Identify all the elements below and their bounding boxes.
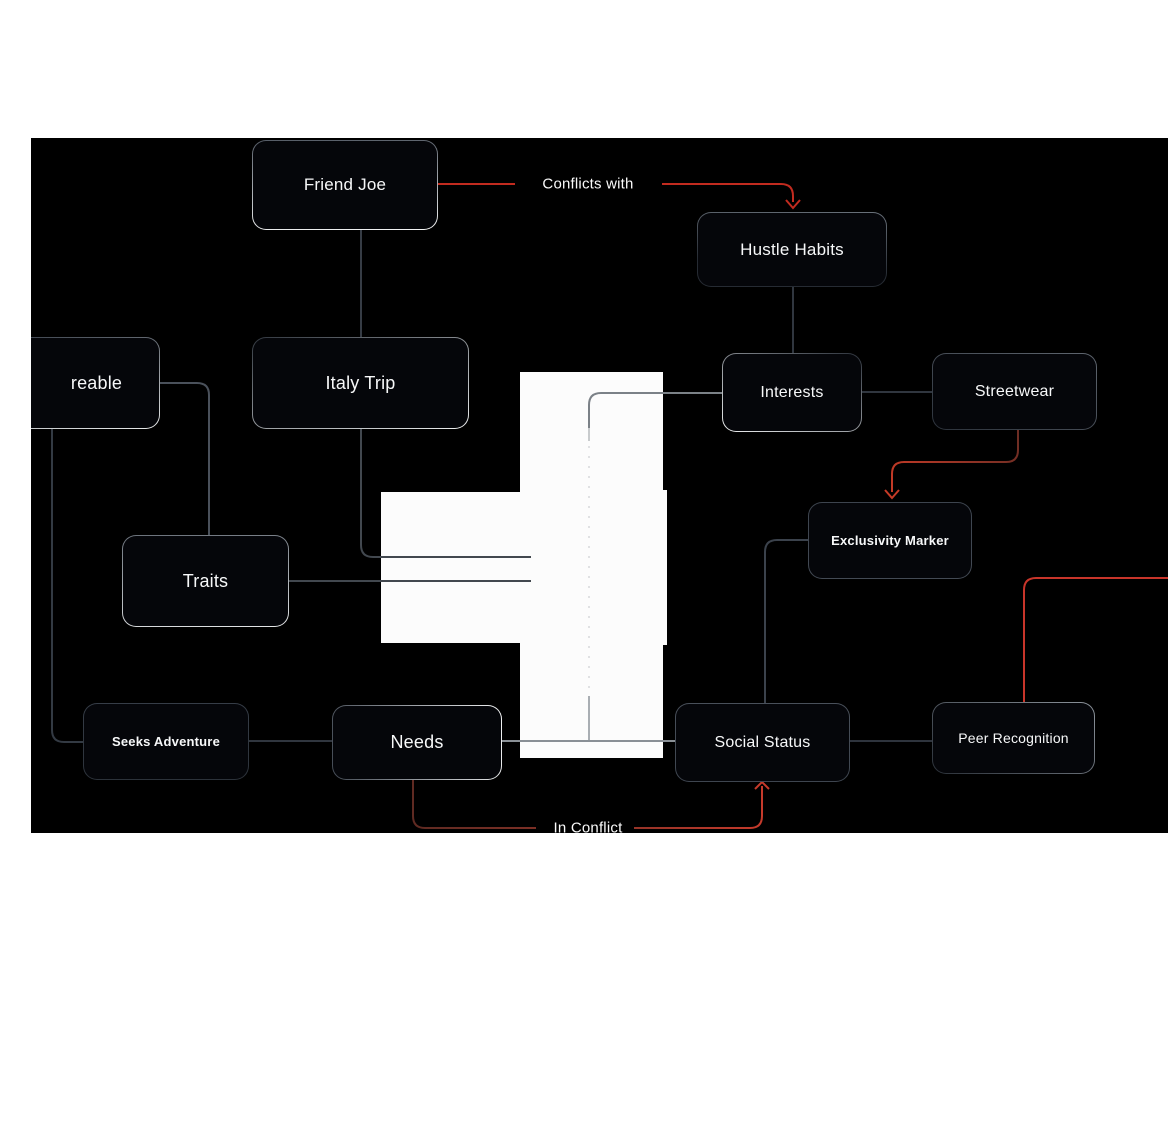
arrowhead-conflictswith-down xyxy=(785,199,801,210)
edge-label-conflicts-with[interactable]: Conflicts with xyxy=(542,175,634,193)
node-label: Friend Joe xyxy=(303,175,387,194)
node-needs[interactable]: Needs xyxy=(332,705,502,780)
white-cover-shape-column xyxy=(520,372,663,758)
edge-reable-seeksadventure xyxy=(51,427,83,743)
node-label: Traits xyxy=(182,570,229,591)
edge-conflictswith-segment-right xyxy=(662,183,794,202)
node-reable-clipped[interactable]: reable xyxy=(31,337,160,429)
node-label: Exclusivity Marker xyxy=(831,533,949,548)
node-label: Peer Recognition xyxy=(958,730,1069,746)
arrowhead-inconflict-up xyxy=(754,780,770,790)
node-friend-joe[interactable]: Friend Joe xyxy=(252,140,438,230)
node-streetwear[interactable]: Streetwear xyxy=(932,353,1097,430)
node-italy-trip[interactable]: Italy Trip xyxy=(252,337,469,429)
diagram-canvas: Conflicts with In Conflict Friend Joe Hu… xyxy=(31,138,1168,833)
white-cover-shape-arm xyxy=(381,492,529,643)
node-social-status[interactable]: Social Status xyxy=(675,703,850,782)
node-label: Social Status xyxy=(714,733,811,751)
edge-inconflict-segment-right xyxy=(634,786,763,829)
node-exclusivity-marker[interactable]: Exclusivity Marker xyxy=(808,502,972,579)
node-label: Needs xyxy=(390,732,444,752)
node-hustle-habits[interactable]: Hustle Habits xyxy=(697,212,887,287)
node-label: reable xyxy=(70,372,123,393)
edge-streetwear-exclusivity xyxy=(891,428,1019,492)
edge-peerrecognition-offcanvas xyxy=(1023,577,1168,702)
node-label: Italy Trip xyxy=(325,372,396,393)
arrowhead-exclusivity-down xyxy=(884,489,900,500)
edge-exclusivity-socialstatus xyxy=(764,539,808,703)
node-label: Streetwear xyxy=(974,382,1055,400)
edge-inconflict-segment-left xyxy=(412,778,536,829)
node-seeks-adventure[interactable]: Seeks Adventure xyxy=(83,703,249,780)
node-label: Seeks Adventure xyxy=(111,734,220,749)
node-label: Hustle Habits xyxy=(740,239,844,259)
node-peer-recognition[interactable]: Peer Recognition xyxy=(932,702,1095,774)
node-interests[interactable]: Interests xyxy=(722,353,862,432)
white-cover-shape-sliver xyxy=(663,490,667,645)
edge-label-in-conflict[interactable]: In Conflict xyxy=(553,819,623,834)
node-label: Interests xyxy=(760,383,824,401)
node-traits[interactable]: Traits xyxy=(122,535,289,627)
